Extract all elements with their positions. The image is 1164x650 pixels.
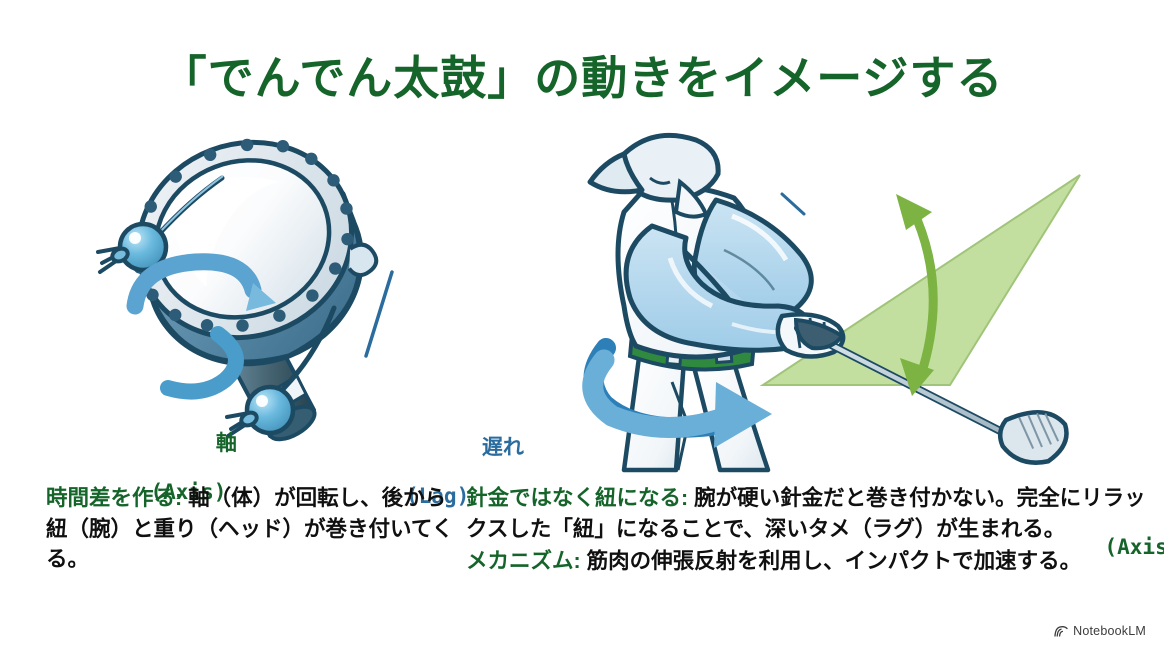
notebooklm-watermark: NotebookLM <box>1054 624 1146 638</box>
golf-swing-illustration: 紐(Strings) タメ（ラグ） (Lag Angle) 軸 (Axis) 重… <box>520 120 1164 559</box>
golfer-svg <box>582 132 1081 473</box>
golf-club <box>793 317 1069 465</box>
golfer-head <box>587 132 721 219</box>
notebooklm-label: NotebookLM <box>1073 624 1146 638</box>
den-den-daiko-illustration: 軸 (Axis) 遅れ (Lag) <box>40 120 524 508</box>
golfer-rotation-arrow <box>582 338 772 448</box>
page-title: 「でんでん太鼓」の動きをイメージする <box>160 52 1004 104</box>
label-lag-drum-jp: 遅れ <box>481 435 524 460</box>
label-lag-drum-en: (Lag) <box>406 484 470 509</box>
caption-left-key-0: 時間差を作る: <box>46 486 183 510</box>
caption-right-text-1: 筋肉の伸張反射を利用し、インパクトで加速する。 <box>580 549 1082 574</box>
strings-pointer-line <box>780 192 806 216</box>
drum-bead-right <box>225 384 296 438</box>
label-axis-drum-en: (Axis) <box>150 480 227 505</box>
caption-right-text-0: 腕が硬い針金だと巻き付かない。完全にリラックスした「紐」になることで、深いタメ（… <box>466 486 1146 541</box>
label-axis-golfer: 軸 (Axis) <box>1094 462 1164 608</box>
drum-lag-indicator-line <box>364 270 394 358</box>
notebooklm-logo-icon <box>1054 625 1068 638</box>
label-axis-drum: 軸 (Axis) <box>140 407 237 553</box>
drum-strings-highlight <box>159 175 224 233</box>
label-axis-golfer-en: (Axis) <box>1104 535 1164 560</box>
string-knot <box>347 242 379 278</box>
drum-bead-left <box>96 221 169 274</box>
caption-left-text-0: 軸（体）が回転し、後から紐（腕）と重り（ヘッド）が巻き付いてくる。 <box>46 486 454 572</box>
golfer-arms <box>623 197 814 353</box>
drum-body <box>132 138 379 367</box>
drum-rotation-arrow <box>126 253 276 400</box>
label-axis-drum-jp: 軸 <box>215 431 237 456</box>
caption-right-key-0: 針金ではなく紐になる: <box>466 486 689 510</box>
lag-angle-arrow <box>896 194 938 396</box>
caption-left: 時間差を作る: 軸（体）が回転し、後から紐（腕）と重り（ヘッド）が巻き付いてくる… <box>46 483 466 577</box>
drum-svg <box>96 138 394 442</box>
caption-right-key-1: メカニズム: <box>466 549 581 574</box>
caption-left-block-0: 時間差を作る: 軸（体）が回転し、後から紐（腕）と重り（ヘッド）が巻き付いてくる… <box>46 483 466 575</box>
caption-right-block-0: 針金ではなく紐になる: 腕が硬い針金だと巻き付かない。完全にリラックスした「紐」… <box>466 483 1156 544</box>
label-lag-drum: 遅れ (Lag) <box>406 411 524 557</box>
caption-right-block-1: メカニズム: 筋肉の伸張反射を利用し、インパクトで加速する。 <box>466 546 1156 577</box>
caption-right: 針金ではなく紐になる: 腕が硬い針金だと巻き付かない。完全にリラックスした「紐」… <box>466 483 1156 579</box>
golfer-legs <box>621 347 771 473</box>
